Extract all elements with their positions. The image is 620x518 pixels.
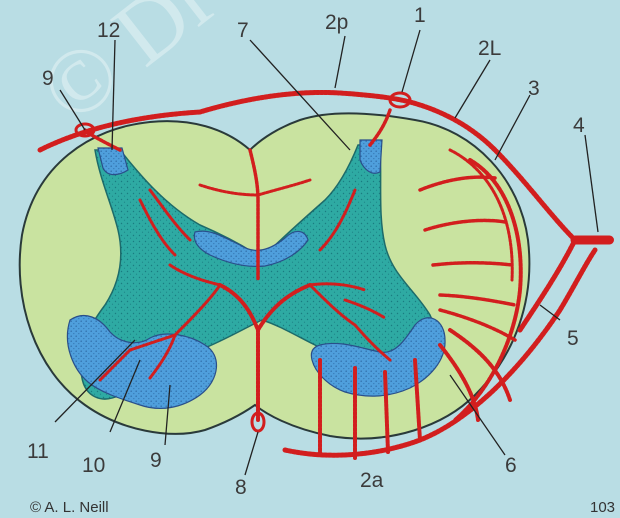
label-4: 4 [573,115,585,136]
label-2L: 2L [478,38,501,59]
label-1: 1 [414,5,426,26]
label-2a: 2a [360,470,383,491]
label-9-bottom: 9 [150,450,162,471]
page-number: 103 [590,500,615,515]
label-6: 6 [505,455,517,476]
label-9-top: 9 [42,68,54,89]
label-11: 11 [27,441,49,462]
copyright-credit: © A. L. Neill [30,500,109,515]
label-8: 8 [235,477,247,498]
label-12: 12 [97,20,120,41]
label-2p: 2p [325,12,348,33]
label-7: 7 [237,20,249,41]
label-10: 10 [82,455,105,476]
label-3: 3 [528,78,540,99]
label-5: 5 [567,328,579,349]
